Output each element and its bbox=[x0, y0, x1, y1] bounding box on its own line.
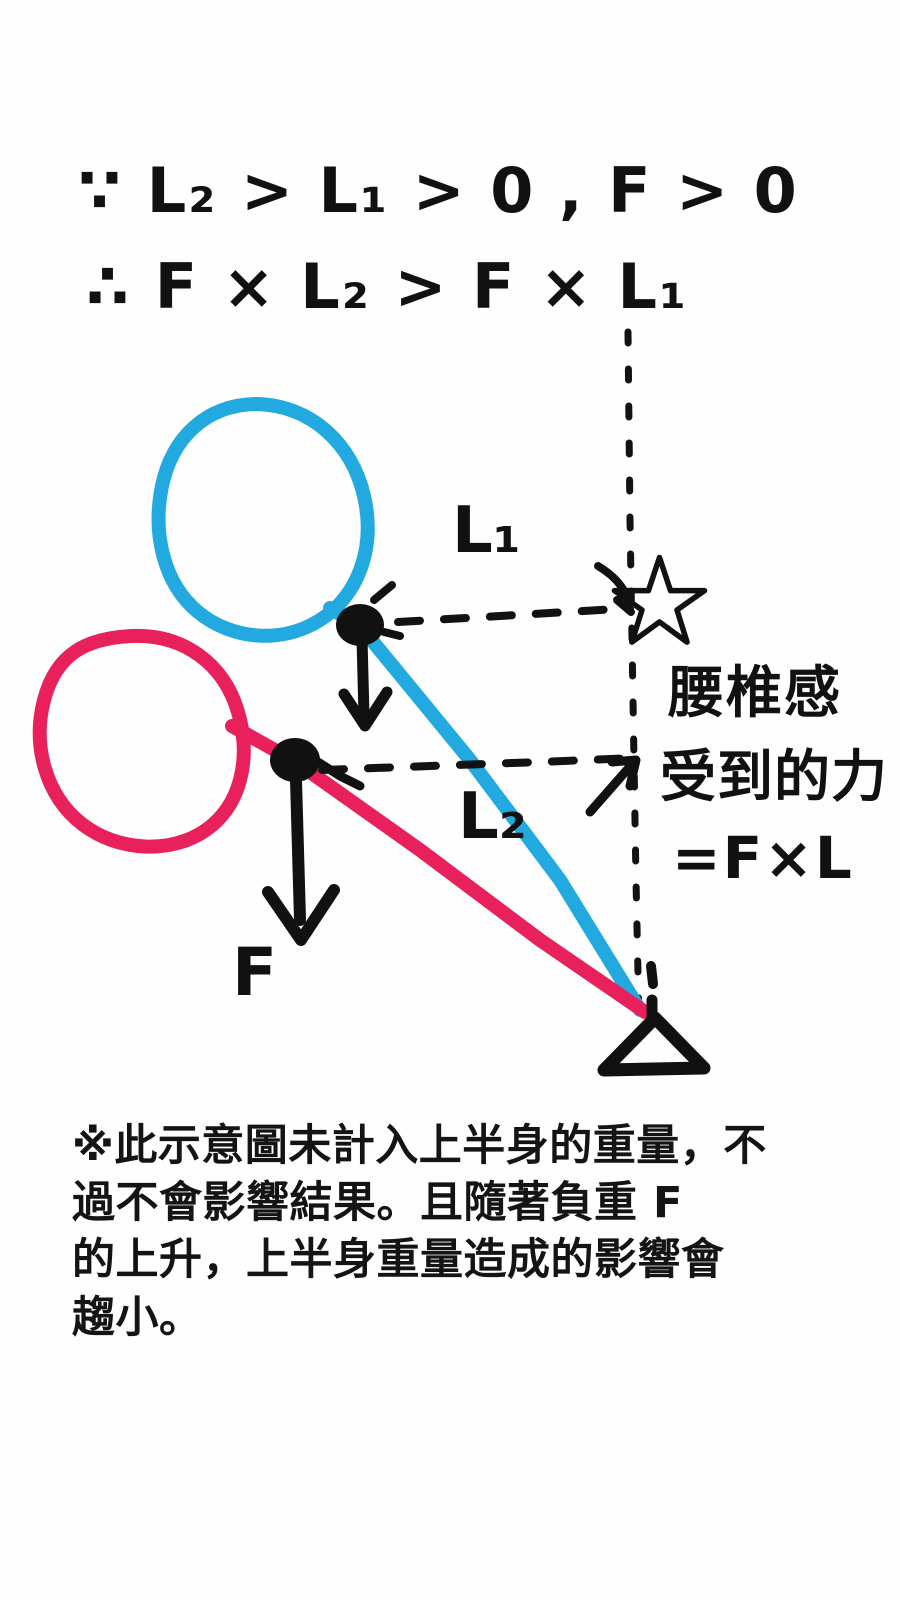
footnote-block: ※此示意圖未計入上半身的重量，不 過不會影響結果。且隨著負重 F 的上升，上半身… bbox=[72, 1118, 862, 1347]
annotation-line-3: =F×L bbox=[672, 824, 854, 892]
annotation-line-1: 腰椎感 bbox=[668, 661, 842, 726]
footnote-line-4: 趨小。 bbox=[72, 1292, 203, 1343]
vertical-dashed-reference-line bbox=[624, 328, 643, 1024]
blue-load-point bbox=[336, 604, 384, 646]
horizontal-dashed-L1-line bbox=[394, 604, 632, 626]
equation-line-1-text: ∵ L₂ > L₁ > 0 , F > 0 bbox=[78, 154, 799, 227]
upper-pivot-tick-icon bbox=[370, 581, 396, 604]
star-marker-icon bbox=[611, 554, 708, 645]
footnote-line-3: 的上升，上半身重量造成的影響會 bbox=[72, 1235, 725, 1286]
downward-force-arrow-pink bbox=[262, 774, 340, 946]
footnote-line-2: 過不會影響結果。且隨著負重 F bbox=[72, 1178, 683, 1229]
annotation-line-2: 受到的力 bbox=[660, 745, 888, 810]
footnote-line-1: ※此示意圖未計入上半身的重量，不 bbox=[72, 1121, 767, 1171]
upper-pivot-tick2-icon bbox=[380, 628, 404, 640]
label-L1: L₁ bbox=[452, 494, 521, 568]
lower-pivot-tick-icon bbox=[313, 757, 365, 791]
equation-line-2-text: ∴ F × L₂ > F × L₁ bbox=[86, 250, 688, 323]
angle-arc-upper-tip-icon bbox=[613, 596, 635, 616]
equation-line-2: ∴ F × L₂ > F × L₁ bbox=[86, 250, 688, 323]
equation-line-1: ∵ L₂ > L₁ > 0 , F > 0 bbox=[78, 154, 799, 227]
label-L2: L₂ bbox=[458, 780, 527, 854]
blue-body-circle bbox=[151, 397, 375, 643]
lumbar-force-annotation: 腰椎感 受到的力 =F×L bbox=[660, 661, 888, 892]
label-F: F bbox=[232, 934, 277, 1011]
horizontal-dashed-L2-line bbox=[318, 754, 638, 774]
angle-arc-lower-icon bbox=[585, 755, 641, 817]
downward-force-arrow-blue bbox=[338, 632, 393, 732]
pink-load-point bbox=[270, 738, 320, 782]
lumbar-spine-fulcrum-triangle bbox=[597, 961, 711, 1077]
pink-body-circle bbox=[32, 628, 251, 854]
